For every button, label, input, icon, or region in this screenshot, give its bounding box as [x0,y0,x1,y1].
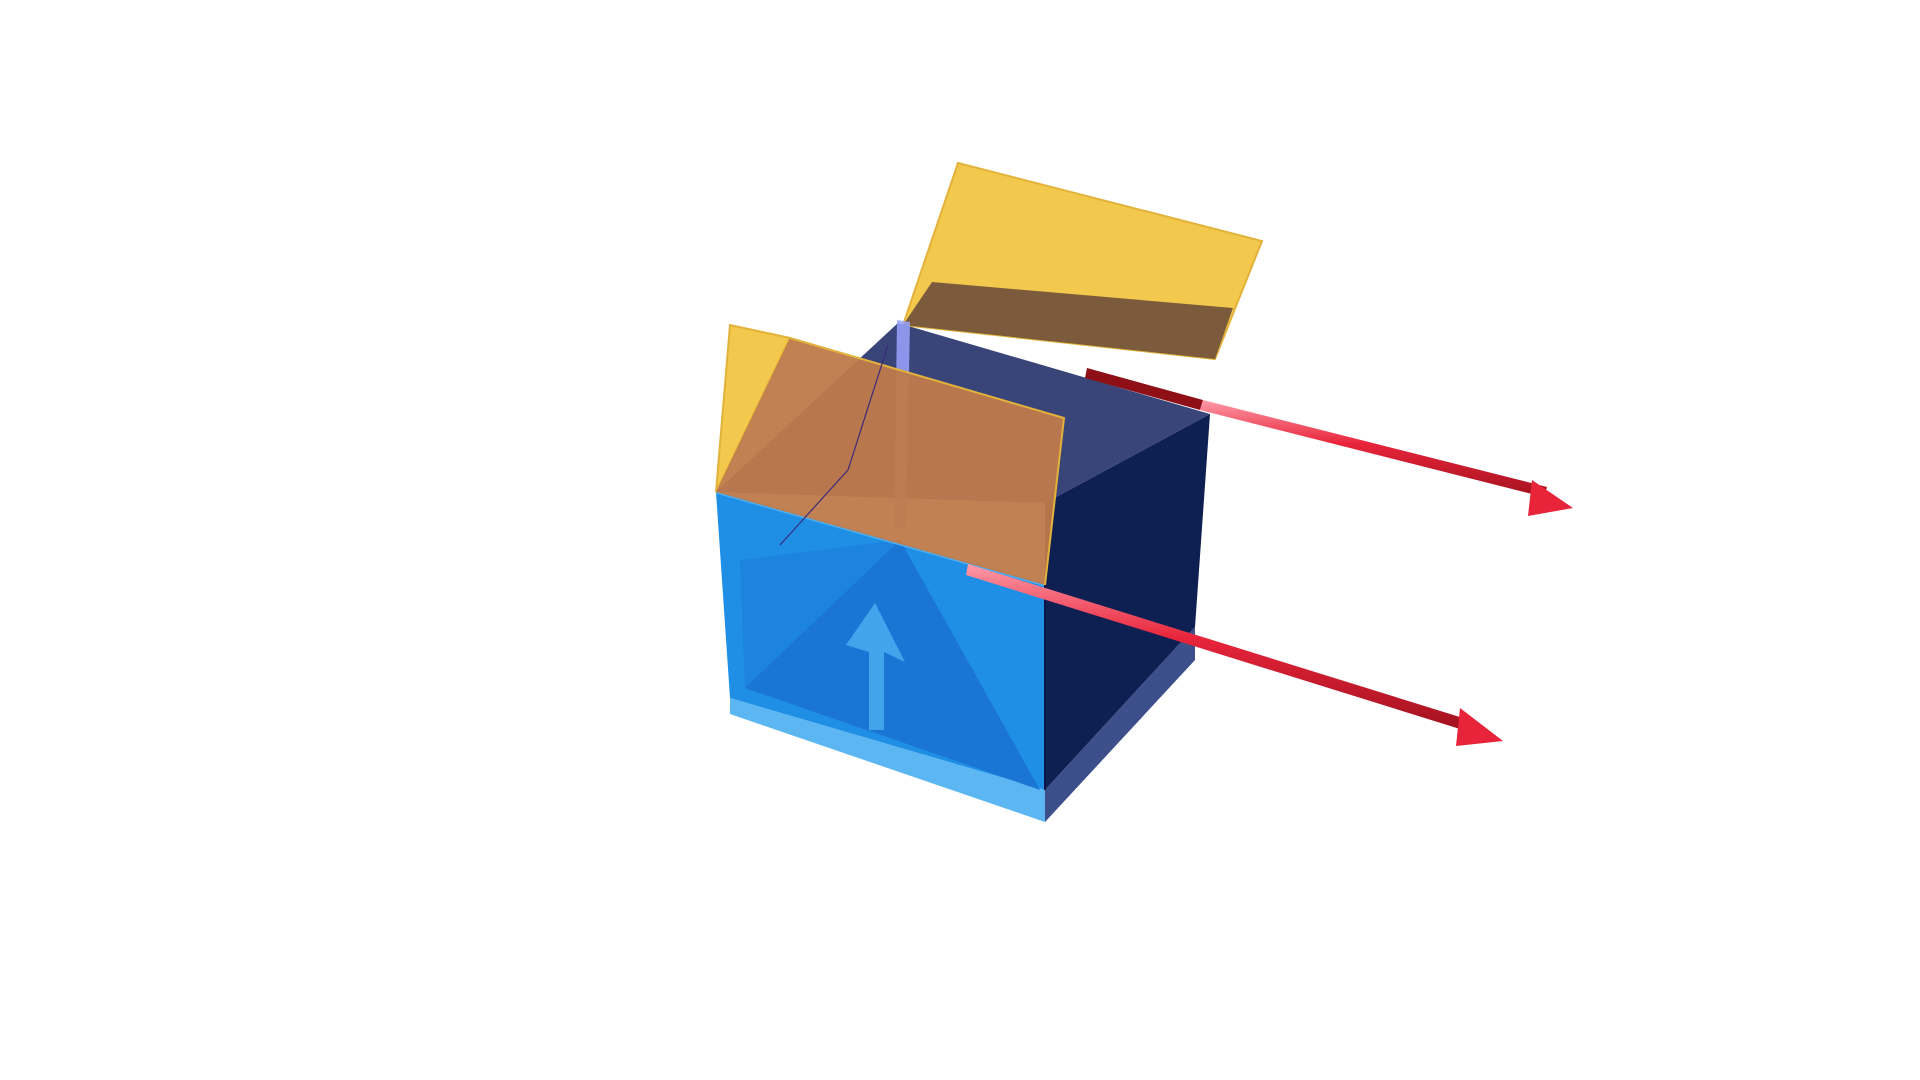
cube-side-rim [1045,627,1195,822]
cube [715,320,1210,822]
lower-arrow-shaft [966,564,1463,729]
upper-arrow-dark-segment [1085,368,1203,410]
upper-arrow-shaft [1200,400,1547,497]
left-panel-inner-line [779,344,889,546]
cube-bottom-rim [730,698,1045,822]
left-yellow-panel [715,323,1066,586]
upper-red-arrow [1085,368,1573,516]
cube-inner-prism [745,540,1040,790]
cube-inner-shade [740,540,900,688]
upper-arrow-head [1528,480,1573,516]
back-panel-shadow [903,282,1233,359]
lower-red-arrow [966,564,1503,746]
cube-side-face [1045,414,1210,790]
back-yellow-panel [901,161,1264,361]
left-panel-overlap [716,338,1064,585]
lower-arrow-head [1456,708,1503,746]
up-arrow-icon [846,603,905,730]
